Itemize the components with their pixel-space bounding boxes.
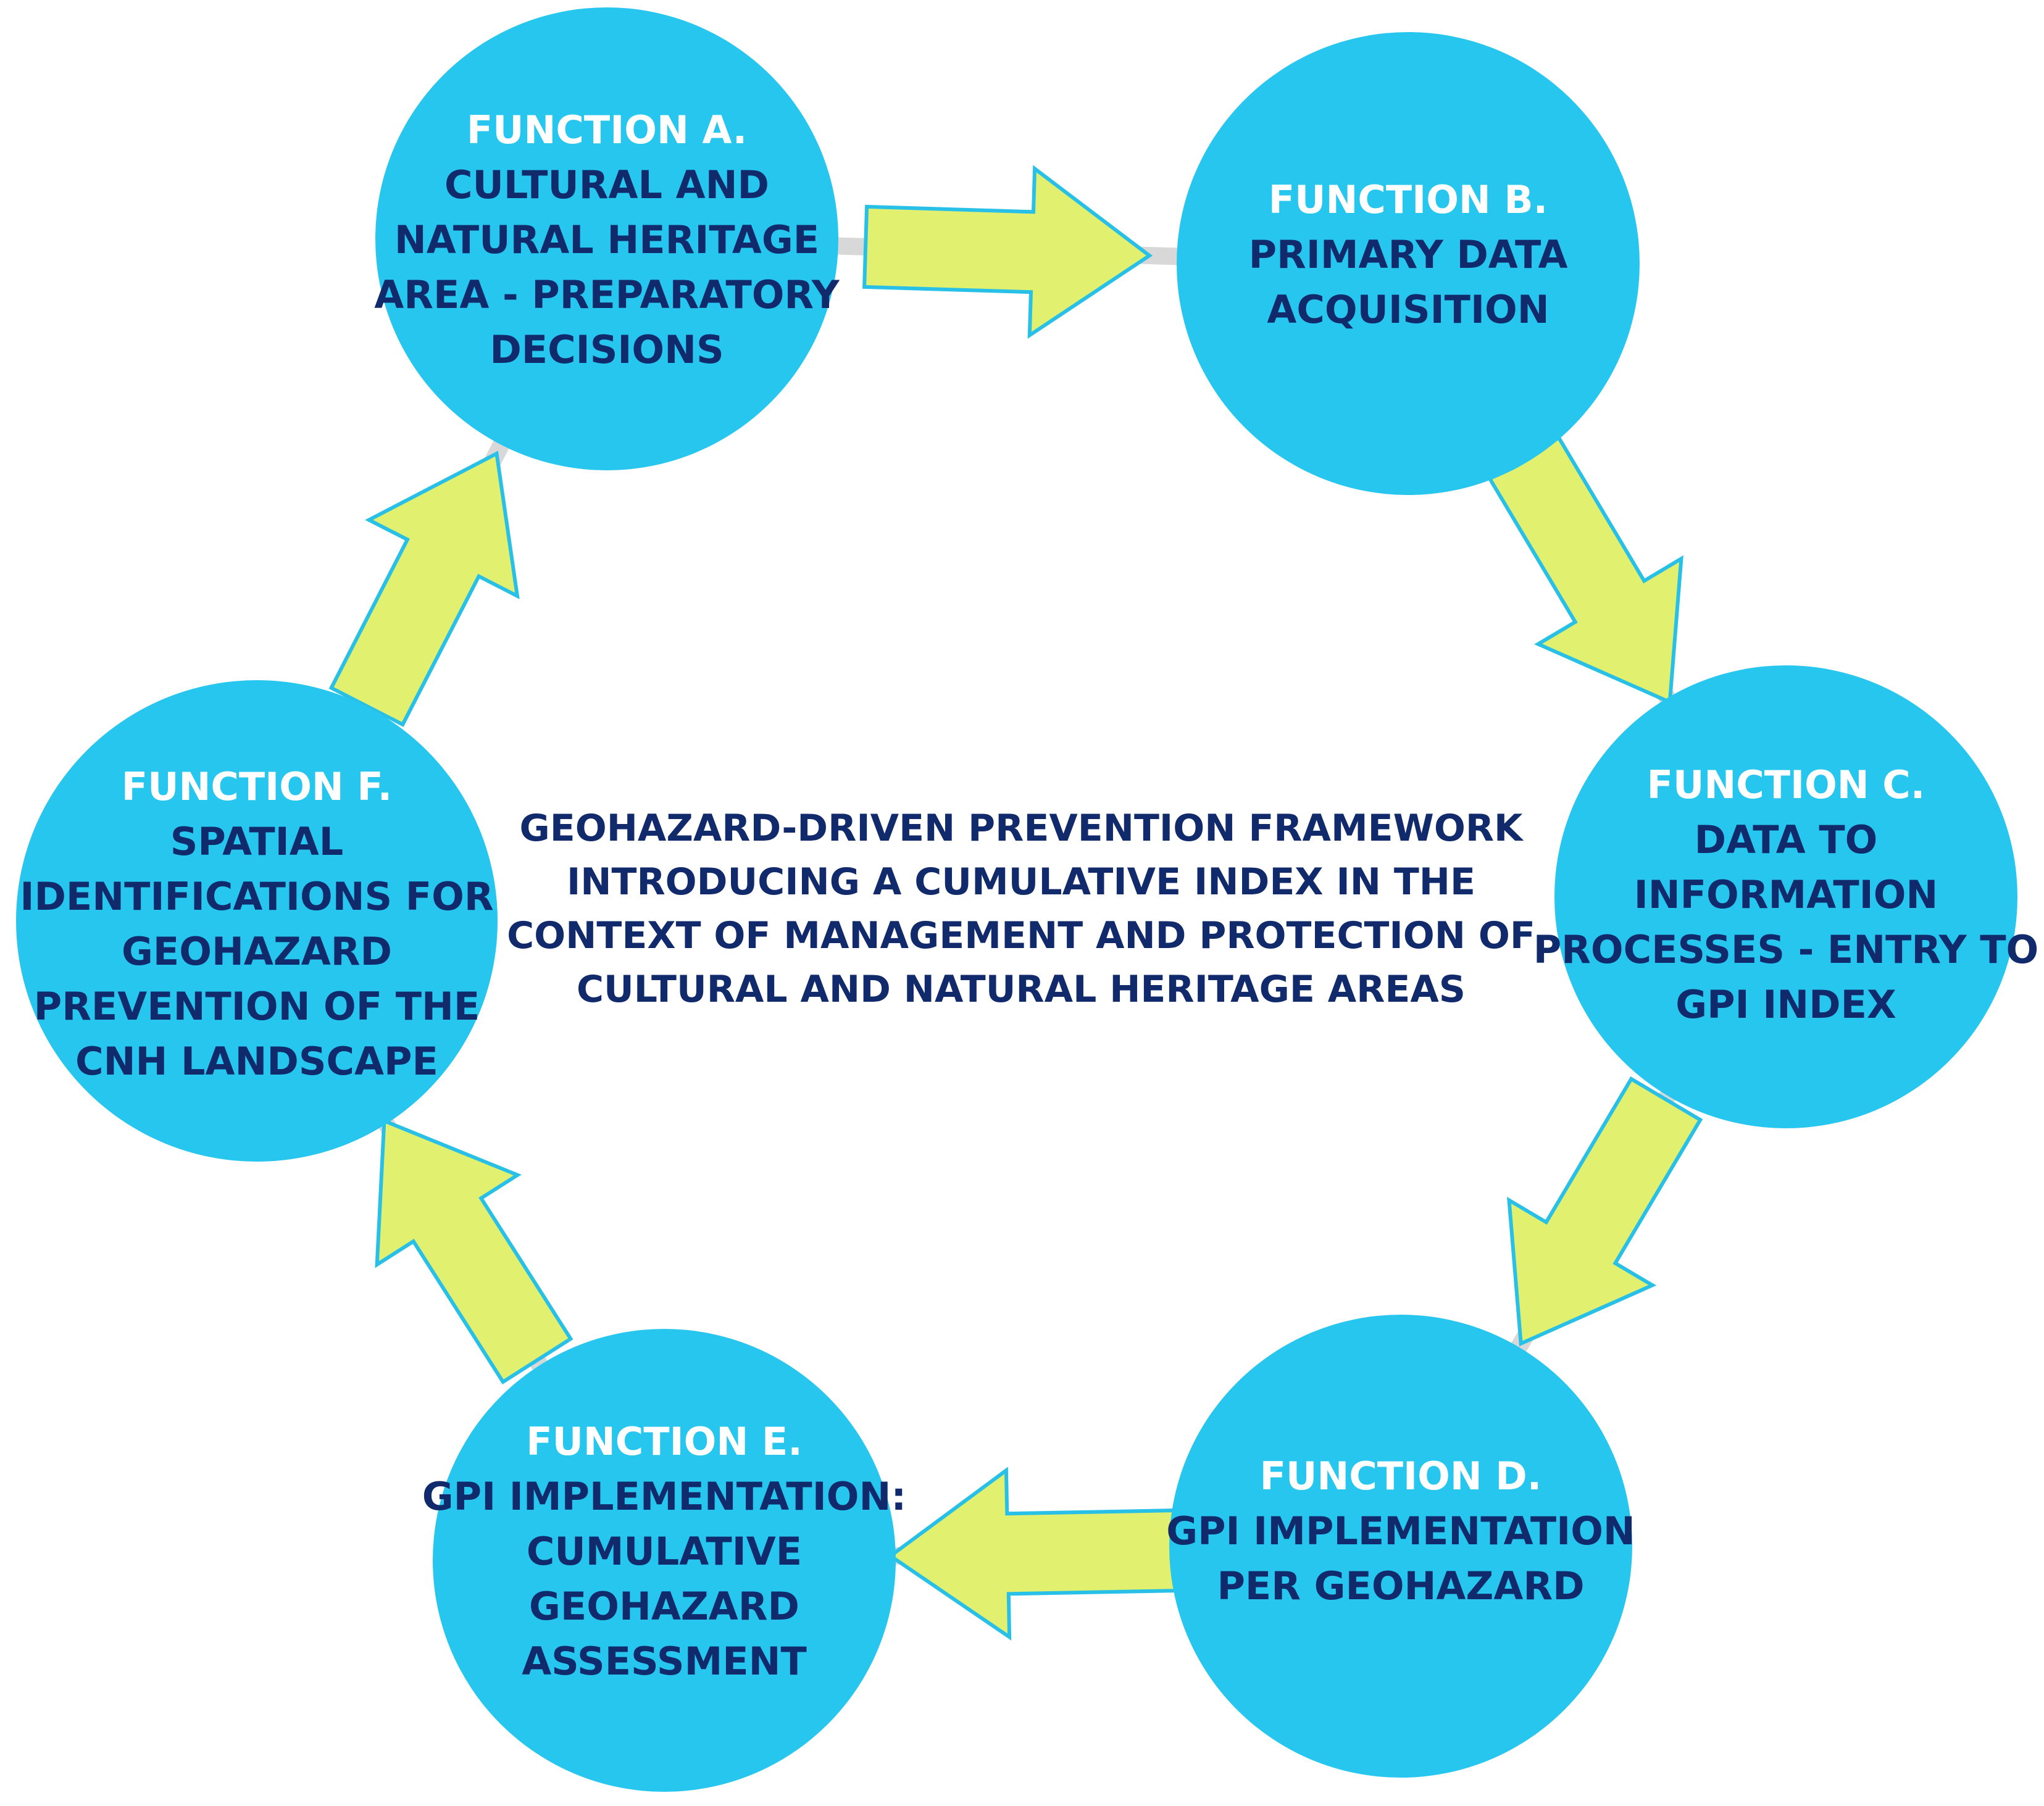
function-node-b: FUNCTION B. PRIMARY DATA ACQUISITION (1177, 32, 1640, 495)
center-title-line: GEOHAZARD-DRIVEN PREVENTION FRAMEWORK (519, 807, 1524, 850)
function-title: FUNCTION B. (1269, 177, 1548, 222)
arrow-c-to-d-icon (1507, 1076, 1703, 1347)
center-title: GEOHAZARD-DRIVEN PREVENTION FRAMEWORK IN… (507, 807, 1535, 1011)
function-circle (433, 1329, 896, 1792)
function-description-line: ACQUISITION (1267, 287, 1549, 332)
function-circle (1177, 32, 1640, 495)
arrow-b-to-c-icon (1487, 435, 1683, 705)
function-description-line: AREA - PREPARATORY (374, 272, 840, 317)
function-title: FUNCTION D. (1260, 1454, 1542, 1499)
function-description-line: PROCESSES - ENTRY TO (1533, 927, 2039, 972)
function-circle (1169, 1315, 1632, 1778)
function-description-line: INFORMATION (1634, 872, 1938, 917)
function-title: FUNCTION C. (1647, 762, 1925, 807)
arrow-e-to-f-icon (375, 1118, 574, 1385)
function-node-f: FUNCTION F. SPATIAL IDENTIFICATIONS FOR GEO… (16, 680, 498, 1162)
function-circle (375, 7, 838, 470)
arrow-a-to-b-icon (862, 165, 1153, 339)
arrow-d-to-e-icon (887, 1467, 1177, 1641)
function-description-line: GPI IMPLEMENTATION: (422, 1474, 906, 1519)
center-title-line: CONTEXT OF MANAGEMENT AND PROTECTION OF (507, 914, 1535, 957)
function-circle (1554, 665, 2017, 1128)
function-description-line: ASSESSMENT (522, 1639, 807, 1684)
function-description-line: GEOHAZARD (122, 929, 392, 974)
function-description-line: GPI INDEX (1675, 982, 1896, 1027)
function-description-line: DECISIONS (490, 327, 724, 372)
arrows-layer (328, 165, 1703, 1641)
function-node-a: FUNCTION A. CULTURAL AND NATURAL HERITAGE A… (374, 7, 840, 470)
function-title: FUNCTION F. (122, 764, 392, 809)
function-description-line: NATURAL HERITAGE (394, 217, 819, 262)
function-description-line: GPI IMPLEMENTATION (1166, 1508, 1635, 1554)
function-circle (16, 680, 498, 1162)
function-title: FUNCTION A. (467, 107, 747, 152)
function-description-line: PREVENTION OF THE (34, 984, 480, 1029)
function-description-line: PER GEOHAZARD (1217, 1563, 1584, 1608)
function-node-e: FUNCTION E. GPI IMPLEMENTATION: CUMULATIVE… (422, 1329, 906, 1792)
function-node-d: FUNCTION D. GPI IMPLEMENTATION PER GEOHAZA… (1166, 1315, 1635, 1778)
nodes-layer: FUNCTION A. CULTURAL AND NATURAL HERITAGE A… (16, 7, 2038, 1792)
function-description-line: IDENTIFICATIONS FOR (20, 874, 493, 919)
function-description-line: CULTURAL AND (444, 162, 769, 207)
arrow-f-to-a-icon (328, 451, 520, 727)
function-description-line: PRIMARY DATA (1249, 232, 1568, 277)
function-title: FUNCTION E. (526, 1419, 803, 1464)
function-description-line: CNH LANDSCAPE (75, 1039, 438, 1084)
function-node-c: FUNCTION C. DATA TO INFORMATION PROCESSES -… (1533, 665, 2039, 1128)
function-description-line: SPATIAL (170, 819, 343, 864)
function-description-line: DATA TO (1695, 817, 1878, 862)
function-description-line: GEOHAZARD (529, 1584, 799, 1629)
center-title-line: CULTURAL AND NATURAL HERITAGE AREAS (577, 968, 1466, 1011)
function-description-line: CUMULATIVE (527, 1529, 802, 1574)
center-title-line: INTRODUCING A CUMULATIVE INDEX IN THE (567, 860, 1475, 904)
